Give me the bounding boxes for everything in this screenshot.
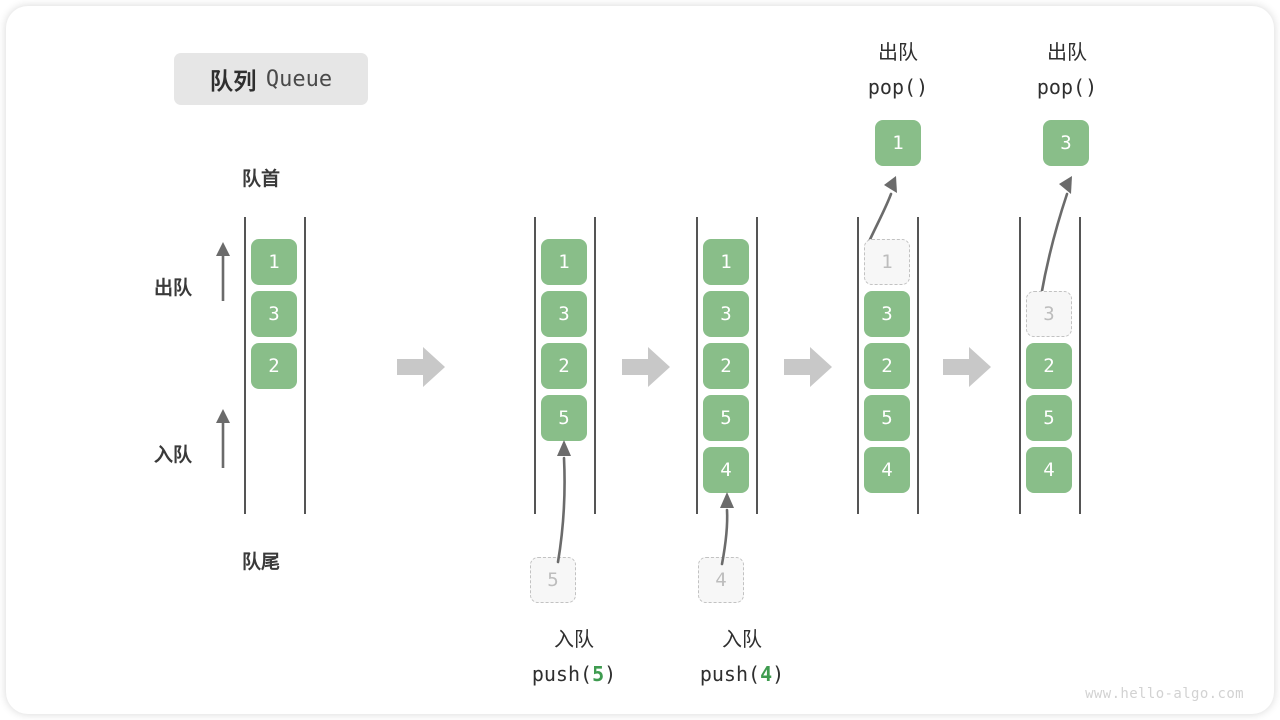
dequeue-motion-arrow-icon: [865, 176, 897, 248]
step-caption-pop1: 出队 pop(): [838, 36, 958, 105]
step-caption-push5: 入队 push(5): [514, 623, 634, 692]
queue-head-label: 队首: [242, 169, 281, 190]
queue-element: 2: [1026, 343, 1072, 389]
queue-tail-label: 队尾: [242, 552, 281, 573]
diagram-stage: 队列 Queue 队首 队尾 出队 入队 1 3 2 1 3 2 5 5 入队 …: [6, 6, 1274, 714]
queue-element: 1: [251, 239, 297, 285]
queue-element: 1: [703, 239, 749, 285]
queue-element: 5: [1026, 395, 1072, 441]
queue-ghost-element: 5: [530, 557, 576, 603]
queue-element: 2: [864, 343, 910, 389]
queue-element: 3: [251, 291, 297, 337]
popped-element: 1: [875, 120, 921, 166]
queue-element-new: 5: [541, 395, 587, 441]
queue-rail-left-col4: [857, 217, 859, 514]
caption-function: pop(): [867, 75, 929, 99]
queue-ghost-element-removed: 3: [1026, 291, 1072, 337]
queue-ghost-element: 4: [698, 557, 744, 603]
queue-element: 2: [541, 343, 587, 389]
queue-rail-left-col3: [696, 217, 698, 514]
queue-rail-right-col3: [756, 217, 758, 514]
enqueue-motion-arrow-icon: [556, 440, 571, 564]
queue-element: 4: [864, 447, 910, 493]
queue-element: 3: [541, 291, 587, 337]
queue-rail-left-col5: [1019, 217, 1021, 514]
queue-element: 5: [864, 395, 910, 441]
caption-chinese: 入队: [554, 629, 594, 651]
step-caption-pop3: 出队 pop(): [1007, 36, 1127, 105]
transition-arrow-icon: [943, 347, 991, 387]
caption-function: pop(): [1036, 75, 1098, 99]
queue-rail-right-col5: [1079, 217, 1081, 514]
transition-arrow-icon: [397, 347, 445, 387]
diagram-card: 队列 Queue 队首 队尾 出队 入队 1 3 2 1 3 2 5 5 入队 …: [6, 6, 1274, 714]
caption-function: push(4): [699, 662, 785, 686]
queue-rail-right-col4: [917, 217, 919, 514]
transition-arrow-icon: [622, 347, 670, 387]
caption-function: push(5): [531, 662, 617, 686]
queue-element: 3: [703, 291, 749, 337]
caption-chinese: 出队: [878, 42, 918, 64]
title-chinese: 队列: [209, 68, 257, 94]
dequeue-direction-label: 出队: [154, 278, 193, 299]
enqueue-motion-arrow-icon: [720, 492, 734, 566]
title-english: Queue: [265, 66, 333, 92]
queue-rail-right-col1: [304, 217, 306, 514]
caption-chinese: 出队: [1047, 42, 1087, 64]
queue-rail-left-col1: [244, 217, 246, 514]
diagram-title-chip: 队列 Queue: [174, 53, 368, 105]
caption-chinese: 入队: [722, 629, 762, 651]
watermark: www.hello-algo.com: [1085, 686, 1244, 702]
enqueue-direction-label: 入队: [154, 445, 193, 466]
popped-element: 3: [1043, 120, 1089, 166]
queue-element: 2: [703, 343, 749, 389]
queue-ghost-element-removed: 1: [864, 239, 910, 285]
queue-element: 5: [703, 395, 749, 441]
queue-element: 4: [1026, 447, 1072, 493]
enqueue-up-arrow-icon: [216, 409, 230, 468]
dequeue-motion-arrow-icon: [1039, 176, 1072, 298]
queue-element: 2: [251, 343, 297, 389]
transition-arrow-icon: [784, 347, 832, 387]
step-caption-push4: 入队 push(4): [682, 623, 802, 692]
queue-element: 3: [864, 291, 910, 337]
queue-element-new: 4: [703, 447, 749, 493]
queue-rail-left-col2: [534, 217, 536, 514]
dequeue-up-arrow-icon: [216, 242, 230, 301]
queue-rail-right-col2: [594, 217, 596, 514]
queue-element: 1: [541, 239, 587, 285]
